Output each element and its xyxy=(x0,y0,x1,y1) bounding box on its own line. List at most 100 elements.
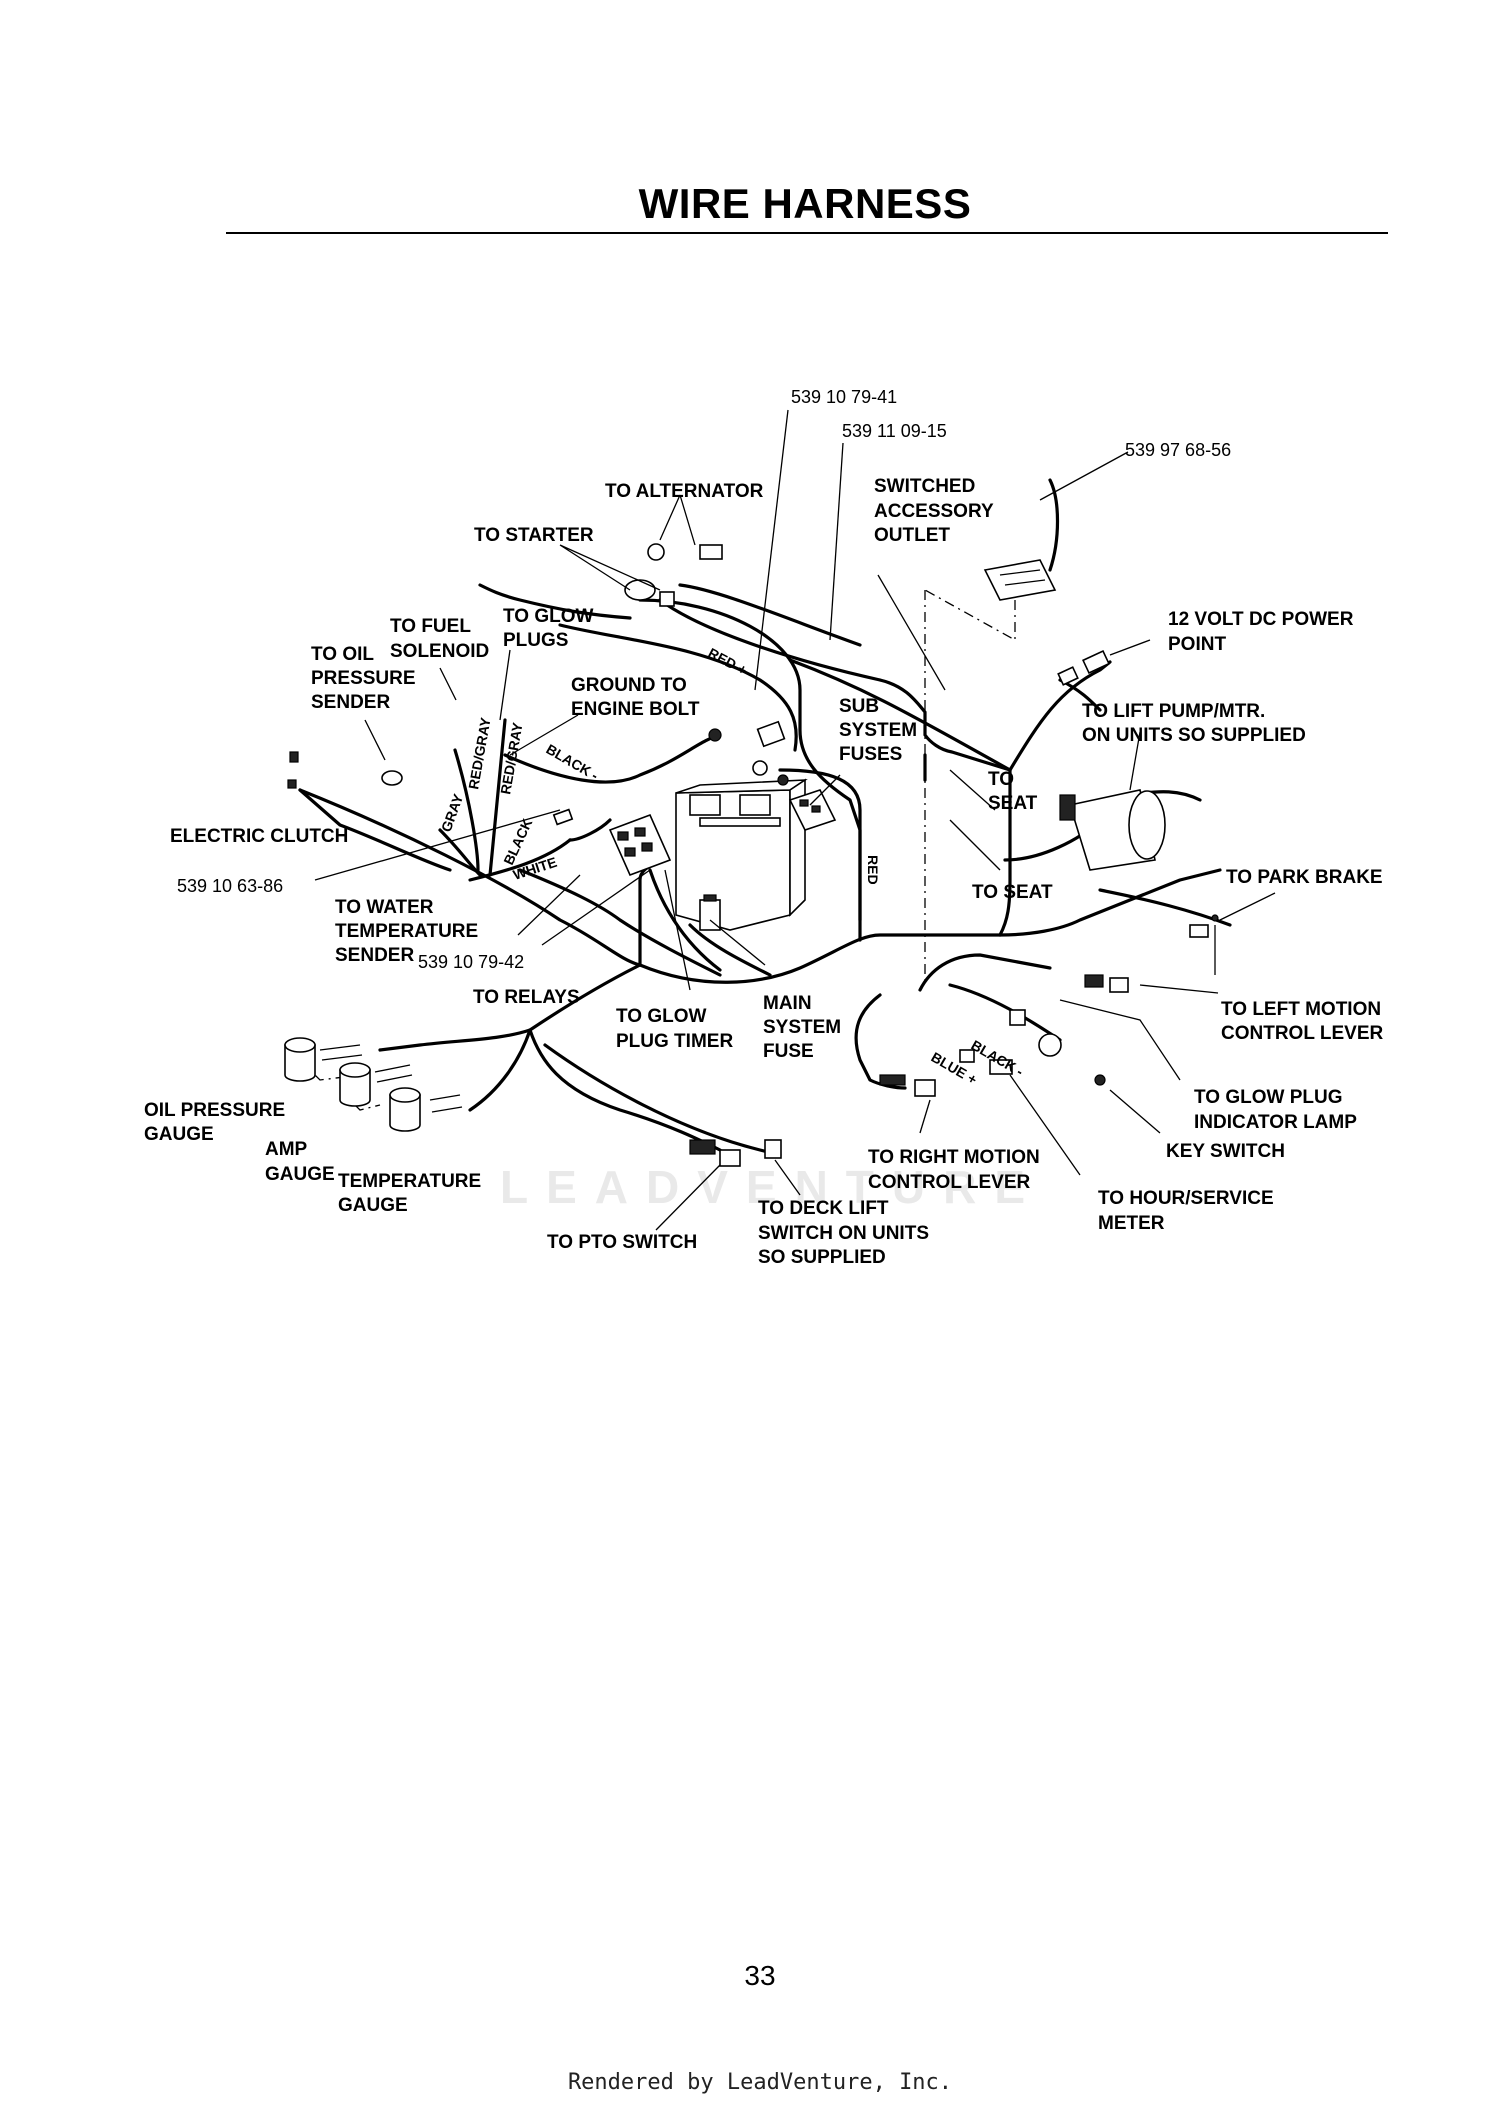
label-right-motion-1: TO RIGHT MOTION xyxy=(868,1147,1040,1168)
label-water-temp-1: TO WATER xyxy=(335,897,434,918)
part-numbers: 539 10 79-41 539 11 09-15 539 97 68-56 5… xyxy=(177,387,1231,972)
label-glow-plugs-2: PLUGS xyxy=(503,630,568,651)
title-rule xyxy=(226,232,1388,234)
label-glow-plugs-1: TO GLOW xyxy=(503,606,593,627)
part-number-sub-harness: 539 11 09-15 xyxy=(842,421,947,441)
right-trunk-wire xyxy=(998,868,1222,937)
wire-label-red-gray: RED/GRAY xyxy=(465,716,493,791)
label-seat-upper-1: TO xyxy=(988,769,1014,790)
label-fuel-2: SOLENOID xyxy=(390,641,489,662)
label-deck-lift-2: SWITCH ON UNITS xyxy=(758,1223,929,1244)
glow-wire-red2 xyxy=(488,718,507,877)
label-amp-gauge-1: AMP xyxy=(265,1139,308,1160)
red-fuse-wire xyxy=(778,768,862,942)
label-main-fuse-3: FUSE xyxy=(763,1041,814,1062)
label-power-point-2: POINT xyxy=(1168,634,1226,655)
park-brake-branch xyxy=(1098,888,1232,927)
main-fuse-wire xyxy=(688,923,772,977)
label-temp-gauge-2: GAUGE xyxy=(338,1195,408,1216)
battery xyxy=(675,778,808,931)
deck-lift-branch xyxy=(543,1043,782,1157)
label-oil-sender-2: PRESSURE xyxy=(311,668,416,689)
label-starter: TO STARTER xyxy=(474,525,594,546)
temperature-gauge xyxy=(389,1087,463,1132)
accessory-outlet xyxy=(983,559,1057,601)
power-point-branch xyxy=(1008,660,1112,772)
label-main-fuse-2: SYSTEM xyxy=(763,1017,841,1038)
label-relays: TO RELAYS xyxy=(473,987,580,1008)
label-oil-sender-1: TO OIL xyxy=(311,644,374,665)
label-lift-pump-1: TO LIFT PUMP/MTR. xyxy=(1082,701,1265,722)
seat-drop-wire xyxy=(998,768,1012,937)
left-motion-connector xyxy=(1084,974,1129,993)
label-water-temp-2: TEMPERATURE xyxy=(335,921,478,942)
main-red-wire xyxy=(558,623,798,752)
clutch-connector xyxy=(287,751,299,789)
watermark: LEADVENTURE xyxy=(500,1161,1044,1213)
main-trunk-segment xyxy=(878,678,1012,772)
components xyxy=(284,478,1219,1167)
label-deck-lift-1: TO DECK LIFT xyxy=(758,1198,889,1219)
label-temp-gauge-1: TEMPERATURE xyxy=(338,1171,481,1192)
label-left-motion-2: CONTROL LEVER xyxy=(1221,1023,1383,1044)
starter-connector xyxy=(624,579,675,607)
part-number-power-cord: 539 97 68-56 xyxy=(1125,440,1231,460)
label-sub-fuses-2: SYSTEM xyxy=(839,720,917,741)
page-number: 33 xyxy=(744,1960,776,1991)
label-accessory-1: SWITCHED xyxy=(874,476,975,497)
oil-sender-wire xyxy=(298,788,452,872)
relay-block xyxy=(608,813,672,877)
label-accessory-2: ACCESSORY xyxy=(874,501,994,522)
callout-labels: TO ALTERNATOR TO STARTER SWITCHED ACCESS… xyxy=(144,476,1383,1268)
label-water-temp-3: SENDER xyxy=(335,945,414,966)
right-motion-branch xyxy=(854,993,907,1090)
wire-label-red: RED xyxy=(865,855,881,885)
footer-rendered-by: Rendered by LeadVenture, Inc. xyxy=(567,2070,953,2095)
label-glow-lamp-1: TO GLOW PLUG xyxy=(1194,1087,1342,1108)
label-main-fuse-1: MAIN xyxy=(763,993,812,1014)
label-park-brake: TO PARK BRAKE xyxy=(1226,867,1383,888)
label-ground-1: GROUND TO xyxy=(571,675,687,696)
label-hour-meter-1: TO HOUR/SERVICE xyxy=(1098,1188,1274,1209)
right-motion-connector xyxy=(879,1074,936,1097)
oil-pressure-gauge xyxy=(284,1037,363,1082)
starter-wire xyxy=(478,583,632,620)
clutch-trunk-wire xyxy=(298,788,642,967)
label-ground-2: ENGINE BOLT xyxy=(571,699,700,720)
alternator-wire xyxy=(678,583,862,647)
wire-label-red-plus: RED + xyxy=(706,645,750,679)
relay-drop-wire xyxy=(638,860,662,967)
fuel-solenoid-wire xyxy=(438,828,482,877)
label-fuel-1: TO FUEL xyxy=(390,616,471,637)
center-trunk-wire xyxy=(638,933,1002,984)
label-sub-fuses-3: FUSES xyxy=(839,744,902,765)
label-right-motion-2: CONTROL LEVER xyxy=(868,1172,1030,1193)
oil-sender xyxy=(381,770,403,786)
main-fuse xyxy=(699,894,721,931)
label-glow-timer-1: TO GLOW xyxy=(616,1006,706,1027)
relay-wire xyxy=(518,868,722,977)
ground-terminals xyxy=(708,720,789,786)
part-number-clutch-harness: 539 10 63-86 xyxy=(177,876,283,896)
temp-gauge-branch xyxy=(468,1028,532,1112)
label-deck-lift-3: SO SUPPLIED xyxy=(758,1247,886,1268)
battery-red-loop xyxy=(638,598,862,922)
white-wire xyxy=(468,838,572,882)
left-motion-branch xyxy=(918,953,1052,992)
label-glow-timer-2: PLUG TIMER xyxy=(616,1031,733,1052)
park-brake-switch xyxy=(1189,914,1219,975)
label-power-point-1: 12 VOLT DC POWER xyxy=(1168,609,1354,630)
label-accessory-3: OUTLET xyxy=(874,525,950,546)
label-alternator: TO ALTERNATOR xyxy=(605,481,764,502)
part-number-glow-harness: 539 10 79-42 xyxy=(418,952,524,972)
pto-connector xyxy=(689,1139,741,1167)
page-title: WIRE HARNESS xyxy=(638,180,972,227)
label-key-switch: KEY SWITCH xyxy=(1166,1141,1285,1162)
glow-timer-wire xyxy=(648,868,722,972)
wire-label-black: BLACK xyxy=(500,816,535,867)
label-electric-clutch: ELECTRIC CLUTCH xyxy=(170,826,348,847)
lift-pump-motor xyxy=(1059,789,1166,871)
gauge-trunk-wire xyxy=(528,963,642,1032)
sub-fuse-holder xyxy=(788,789,837,831)
label-oil-sender-3: SENDER xyxy=(311,692,390,713)
